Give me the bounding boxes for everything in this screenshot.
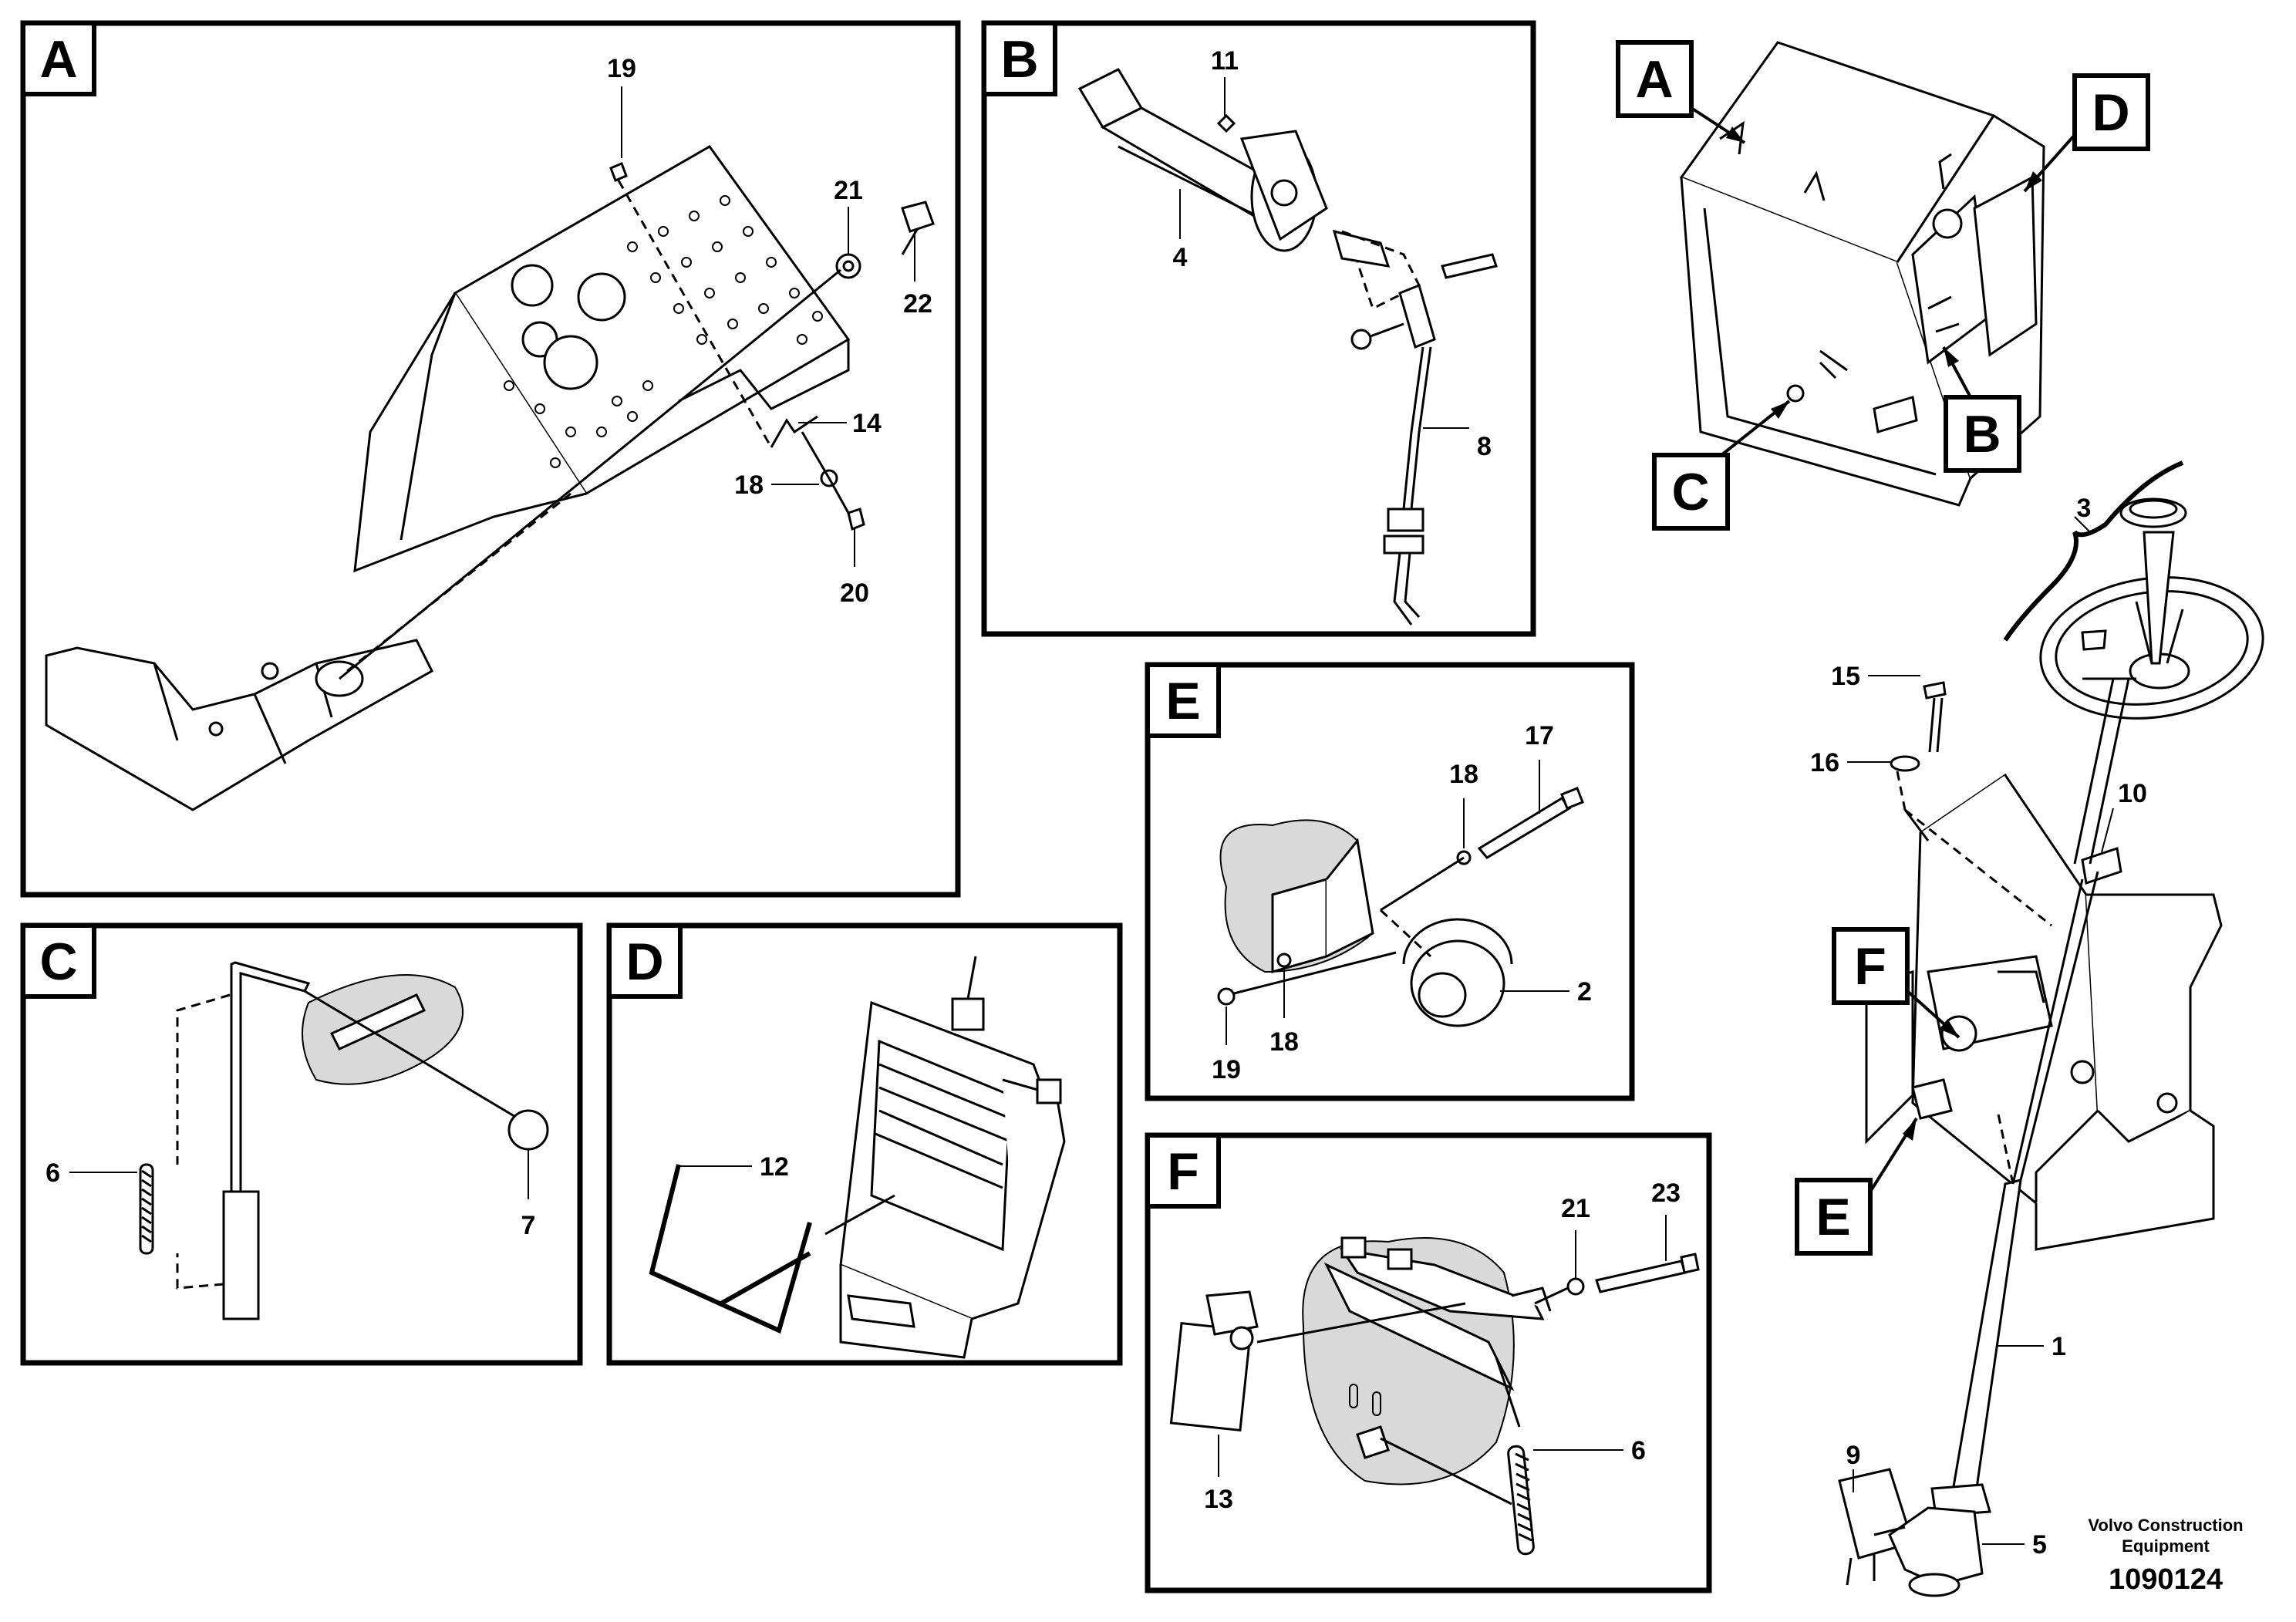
callout-19: 19 <box>1212 1055 1241 1084</box>
callout-2: 2 <box>1577 977 1592 1007</box>
callout-15: 15 <box>1831 662 1860 691</box>
throttle-rod-drawing <box>139 961 549 1320</box>
callout-19: 19 <box>607 54 636 83</box>
callout-21: 21 <box>1561 1194 1590 1223</box>
panel-a: A <box>20 20 961 898</box>
callout-20: 20 <box>840 578 869 608</box>
callouts-f: 21 23 13 6 <box>1204 1179 1681 1514</box>
bracket-12 <box>649 1164 812 1334</box>
callout-3: 3 <box>2077 494 2092 523</box>
callout-18-bottom: 18 <box>1269 1027 1299 1057</box>
pedal-bracket-drawing <box>45 145 935 811</box>
callout-4: 4 <box>1173 243 1188 272</box>
callout-12: 12 <box>760 1152 789 1182</box>
callout-6: 6 <box>46 1158 60 1188</box>
steering-wheel-drawing <box>2039 497 2264 720</box>
overview-letter-d: D <box>2092 83 2129 142</box>
panel-c-letter: C <box>39 932 77 991</box>
overview-letter-a: A <box>1635 50 1673 109</box>
callouts-d: 12 <box>680 1152 789 1182</box>
callout-21: 21 <box>834 176 863 205</box>
panel-a-letter: A <box>39 30 77 89</box>
console-overview-drawing <box>1679 41 2045 507</box>
callout-17: 17 <box>1525 721 1554 750</box>
panel-b-letter: B <box>1000 30 1038 89</box>
console-drawing <box>824 956 1066 1359</box>
callout-18: 18 <box>734 470 764 500</box>
lever-drawing <box>1077 68 1498 626</box>
panel-e: E 18 17 2 19 18 <box>1145 662 1635 1101</box>
panel-f-letter: F <box>1167 1142 1199 1201</box>
overview-assembly: A D B C 3 <box>1616 40 2264 1597</box>
callouts-a: 19 21 22 14 18 20 <box>607 54 932 608</box>
panel-c: C 6 7 <box>20 922 583 1366</box>
callout-9: 9 <box>1846 1441 1861 1470</box>
overview-letter-b: B <box>1963 405 2001 464</box>
callout-5: 5 <box>2032 1530 2047 1560</box>
panel-b: B 11 4 <box>981 20 1536 637</box>
overview-letter-f: F <box>1854 937 1886 996</box>
panel-d-letter: D <box>625 932 663 991</box>
callouts-b: 11 4 8 <box>1173 46 1492 461</box>
panel-f: F 21 23 <box>1145 1132 1712 1593</box>
callout-14: 14 <box>852 409 882 438</box>
callout-7: 7 <box>521 1211 536 1240</box>
callout-18-top: 18 <box>1449 760 1478 789</box>
credit-line-2: Equipment <box>2122 1536 2210 1556</box>
publisher-credit: Volvo Construction Equipment 1090124 <box>2088 1516 2243 1596</box>
bracket-3 <box>2003 460 2184 642</box>
switch-bracket-drawing <box>1169 1236 1700 1556</box>
credit-line-1: Volvo Construction <box>2088 1516 2243 1535</box>
callout-23: 23 <box>1651 1179 1681 1208</box>
callout-16: 16 <box>1810 748 1839 777</box>
callouts-e: 18 17 2 19 18 <box>1212 721 1592 1084</box>
panel-e-letter: E <box>1165 672 1200 730</box>
diagram-number: 1090124 <box>2109 1563 2223 1596</box>
callout-1: 1 <box>2052 1332 2066 1361</box>
callout-8: 8 <box>1477 432 1492 461</box>
panel-d: D 12 <box>606 922 1123 1366</box>
counterweight-drawing <box>1217 787 1584 1027</box>
callout-13: 13 <box>1204 1485 1233 1514</box>
callout-10: 10 <box>2118 779 2147 808</box>
callouts-overview: 15 16 10 1 9 5 <box>1810 662 2147 1560</box>
column-drawing <box>1838 678 2223 1597</box>
callout-22: 22 <box>903 289 932 319</box>
callout-11: 11 <box>1211 46 1239 76</box>
callouts-c: 6 7 <box>46 1149 535 1240</box>
overview-letter-e: E <box>1816 1188 1850 1246</box>
callout-6: 6 <box>1631 1436 1646 1465</box>
overview-letter-c: C <box>1671 463 1709 521</box>
